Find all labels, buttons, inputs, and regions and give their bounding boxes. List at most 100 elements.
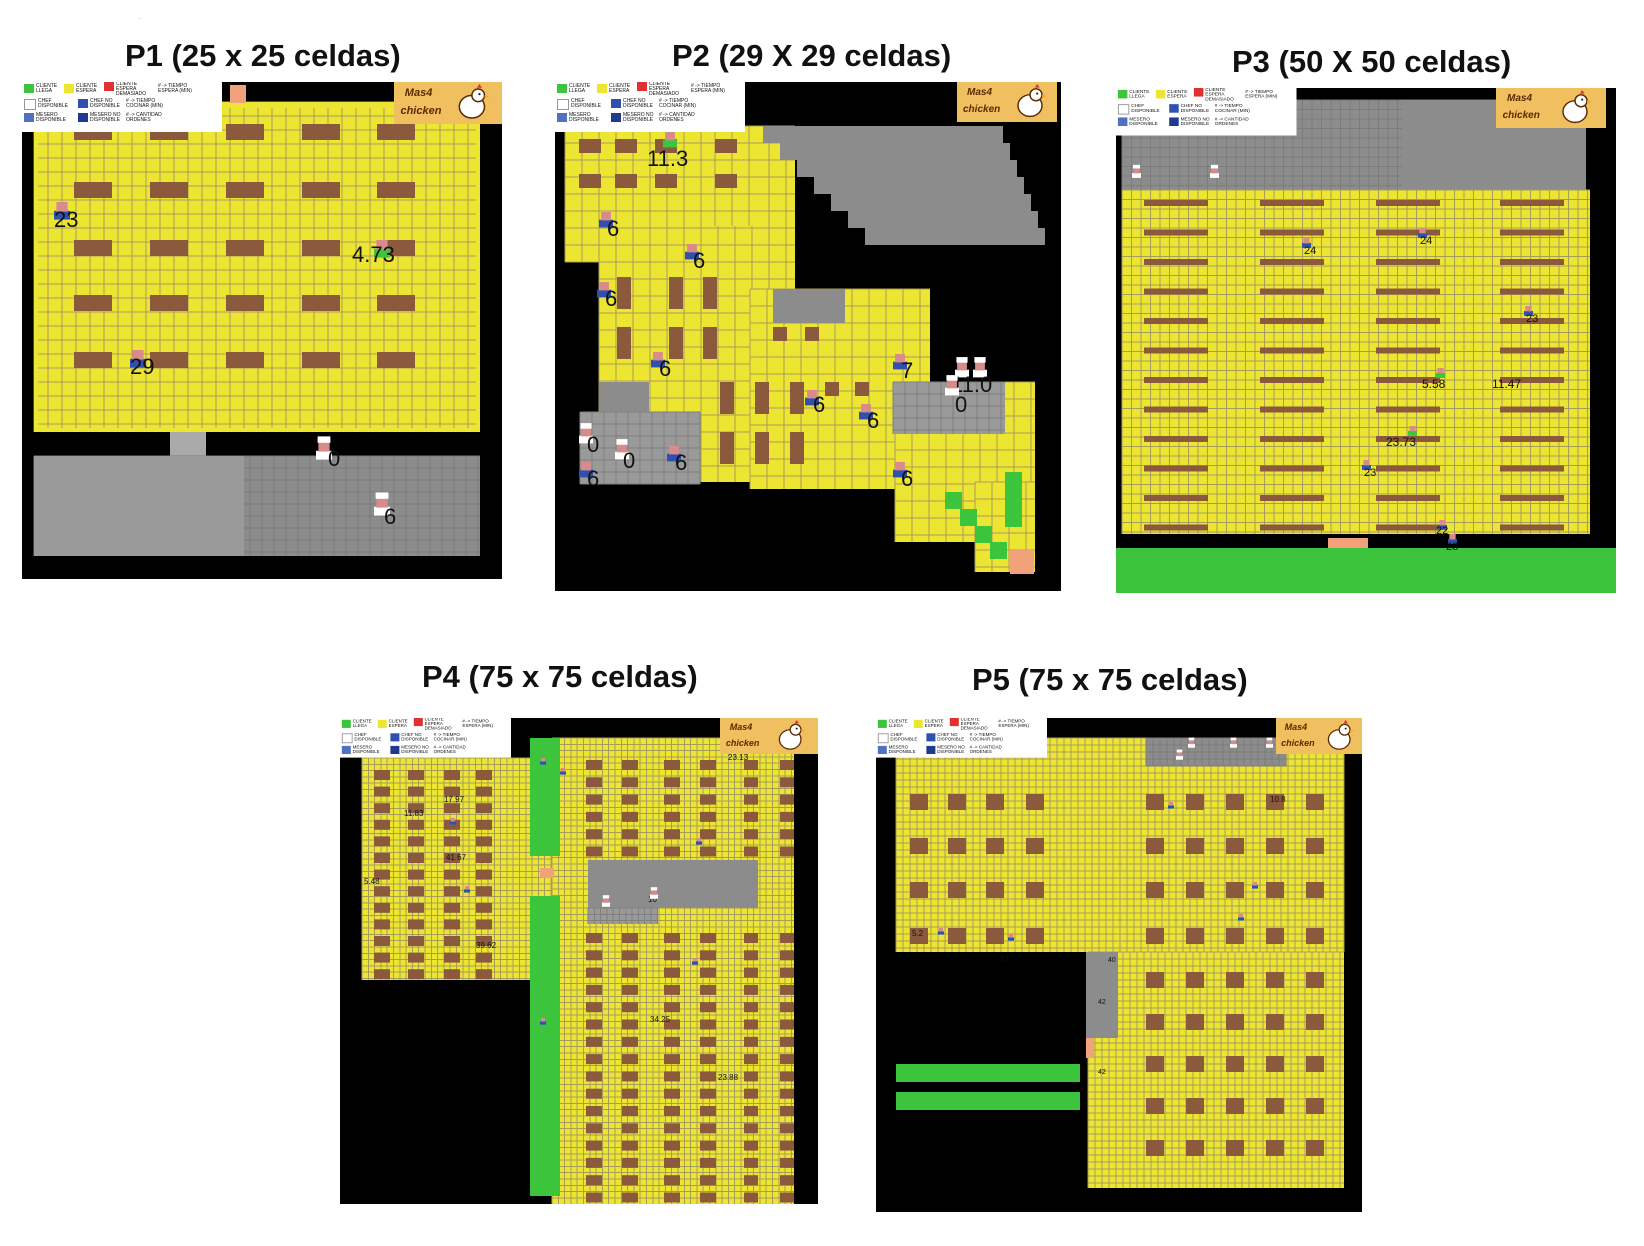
chef-body <box>316 450 332 460</box>
table <box>622 1054 638 1065</box>
table <box>703 277 717 309</box>
table <box>476 886 492 897</box>
chef-sprite <box>1230 737 1237 748</box>
cliente-llega-icon <box>341 719 351 728</box>
table <box>444 902 460 913</box>
table <box>780 1192 794 1203</box>
table <box>377 352 415 368</box>
stair-wall <box>831 194 1031 211</box>
chef-disponible-icon <box>24 99 36 110</box>
table <box>664 967 680 978</box>
legend-item-mesero-no-disponible: MESERO NO DISPONIBLE <box>926 745 965 755</box>
wait-time-label: 23.88 <box>718 1073 739 1082</box>
table <box>1376 259 1440 265</box>
waiter-body <box>893 361 907 370</box>
table <box>408 936 424 946</box>
table <box>586 1192 602 1203</box>
table <box>1146 972 1164 988</box>
table <box>700 984 716 995</box>
chef-no-disponible-icon <box>611 99 621 108</box>
table <box>622 1140 638 1151</box>
table <box>790 432 804 464</box>
cliente-llega-icon <box>557 84 567 93</box>
legend-label: # -> CANTIDAD ORDENES <box>659 112 695 123</box>
chef-hat <box>375 492 389 499</box>
chef-sprite <box>1210 164 1219 178</box>
legend-label: CHEF DISPONIBLE <box>890 732 918 743</box>
table <box>1226 838 1244 854</box>
legend-label: MESERO DISPONIBLE <box>352 745 380 755</box>
table <box>622 1002 638 1013</box>
legend-item-tiempo-espera: # -> TIEMPO ESPERA (MIN) <box>691 84 725 94</box>
orders-label: 23 <box>1526 313 1538 325</box>
chef-body <box>374 506 390 516</box>
legend-label: MESERO DISPONIBLE <box>888 745 916 755</box>
waiter-sprite <box>579 462 593 478</box>
logo-line2: chicken <box>1281 737 1315 748</box>
table <box>700 760 716 770</box>
legend-item-mesero-disponible: MESERO DISPONIBLE <box>877 745 916 755</box>
cliente-espera-icon <box>64 84 74 93</box>
map-canvas-p4: 17.9711.8341.675.4839.6234.2523.8823.131… <box>361 737 794 1204</box>
table <box>374 869 390 880</box>
waiter-body <box>540 761 546 765</box>
table <box>780 1036 794 1047</box>
chef-head <box>617 444 627 453</box>
waiter-head <box>895 462 905 471</box>
counter <box>773 289 845 323</box>
table <box>720 432 734 464</box>
orders-label: 23 <box>1364 467 1376 479</box>
table <box>476 902 492 913</box>
table <box>910 928 928 944</box>
legend-item-tiempo-cocinar: # -> TIEMPO COCINAR (MIN) <box>1215 104 1250 114</box>
table <box>1260 200 1324 206</box>
table <box>586 1002 602 1013</box>
table <box>664 1071 680 1082</box>
wait-time-label: 10.8 <box>1270 795 1286 804</box>
legend-label: MESERO DISPONIBLE <box>569 112 600 123</box>
waiter-head <box>653 352 663 361</box>
wait-time-label: 23.13 <box>728 753 749 762</box>
table <box>910 794 928 810</box>
table <box>744 967 758 978</box>
legend-label: # -> TIEMPO COCINAR (MIN) <box>969 732 1003 743</box>
table <box>1226 1098 1244 1114</box>
table <box>74 295 112 311</box>
table <box>302 182 340 198</box>
table <box>374 853 390 863</box>
chef-sprite <box>602 895 610 907</box>
logo-line1: Mas4 <box>404 87 433 100</box>
chef-hat <box>974 357 986 363</box>
street-area <box>1116 548 1616 593</box>
table <box>664 1036 680 1047</box>
table <box>622 829 638 840</box>
chef-head <box>1211 168 1218 174</box>
table <box>374 786 390 797</box>
waiter-head <box>540 1018 546 1022</box>
table <box>744 1106 758 1116</box>
waiter-body <box>859 411 873 420</box>
legend-label: CHEF DISPONIBLE <box>38 98 69 109</box>
table <box>1144 436 1208 442</box>
table <box>780 1140 794 1151</box>
table <box>302 295 340 311</box>
cliente-espera-icon <box>597 84 607 93</box>
table <box>622 1175 638 1186</box>
table <box>1260 288 1324 295</box>
table <box>1186 1098 1204 1114</box>
chef-hat <box>602 895 610 899</box>
table <box>664 794 680 805</box>
stray-mark: · <box>138 14 141 23</box>
waiter-sprite <box>667 446 681 462</box>
table <box>444 919 460 930</box>
table <box>1376 318 1440 324</box>
table <box>664 933 680 943</box>
table <box>780 1175 794 1186</box>
chef-body <box>1132 172 1141 178</box>
table <box>744 1192 758 1203</box>
table <box>780 829 794 840</box>
table <box>1500 259 1564 265</box>
